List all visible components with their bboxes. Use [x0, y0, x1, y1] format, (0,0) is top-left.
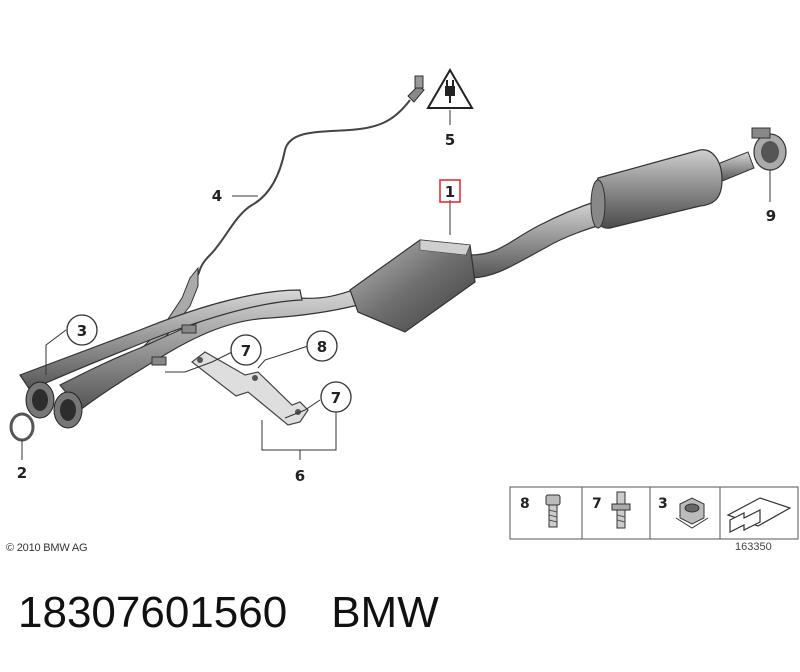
- callout-4: 4: [212, 187, 222, 205]
- legend-item-8-label: 8: [520, 496, 530, 512]
- fastener-legend: 8 7 3: [509, 486, 799, 540]
- stud-bolt-icon: [611, 491, 631, 529]
- callout-1: 1: [439, 179, 461, 203]
- hex-nut-icon: [675, 497, 709, 529]
- callout-7-upper: 7: [230, 334, 262, 366]
- legend-item-3-label: 3: [658, 496, 668, 512]
- electrical-connector-icon: [426, 68, 474, 109]
- oxygen-sensor: [111, 75, 425, 385]
- gasket-ring: [9, 412, 35, 442]
- svg-text:7: 7: [331, 389, 341, 407]
- copyright-text: © 2010 BMW AG: [6, 542, 88, 554]
- svg-text:8: 8: [317, 338, 327, 356]
- callout-7-lower: 7: [320, 381, 352, 413]
- leader-lines: [21, 110, 771, 460]
- part-caption: 18307601560 BMW: [18, 588, 439, 638]
- direction-arrow-icon: [726, 497, 792, 533]
- callout-2: 2: [17, 464, 27, 482]
- rear-muffler: [590, 149, 723, 229]
- bolt-icon: [545, 494, 561, 528]
- diagram-reference-code: 163350: [735, 541, 772, 553]
- callout-9: 9: [766, 207, 776, 225]
- callout-6: 6: [295, 467, 305, 485]
- exhaust-parts-diagram: 1 2 3 4 5 6 7 8 7 9 8 7: [9, 68, 799, 540]
- svg-text:1: 1: [445, 183, 455, 201]
- pipe-clamp: [751, 127, 787, 171]
- callout-8: 8: [306, 330, 338, 362]
- svg-text:3: 3: [77, 322, 87, 340]
- svg-text:7: 7: [241, 342, 251, 360]
- callout-5: 5: [445, 131, 455, 149]
- legend-item-7-label: 7: [592, 496, 602, 512]
- part-number: 18307601560: [18, 588, 288, 637]
- callout-3: 3: [66, 314, 98, 346]
- brand-name: BMW: [331, 588, 439, 637]
- catalytic-converter: [349, 239, 476, 333]
- heat-shield-plate: [191, 351, 309, 426]
